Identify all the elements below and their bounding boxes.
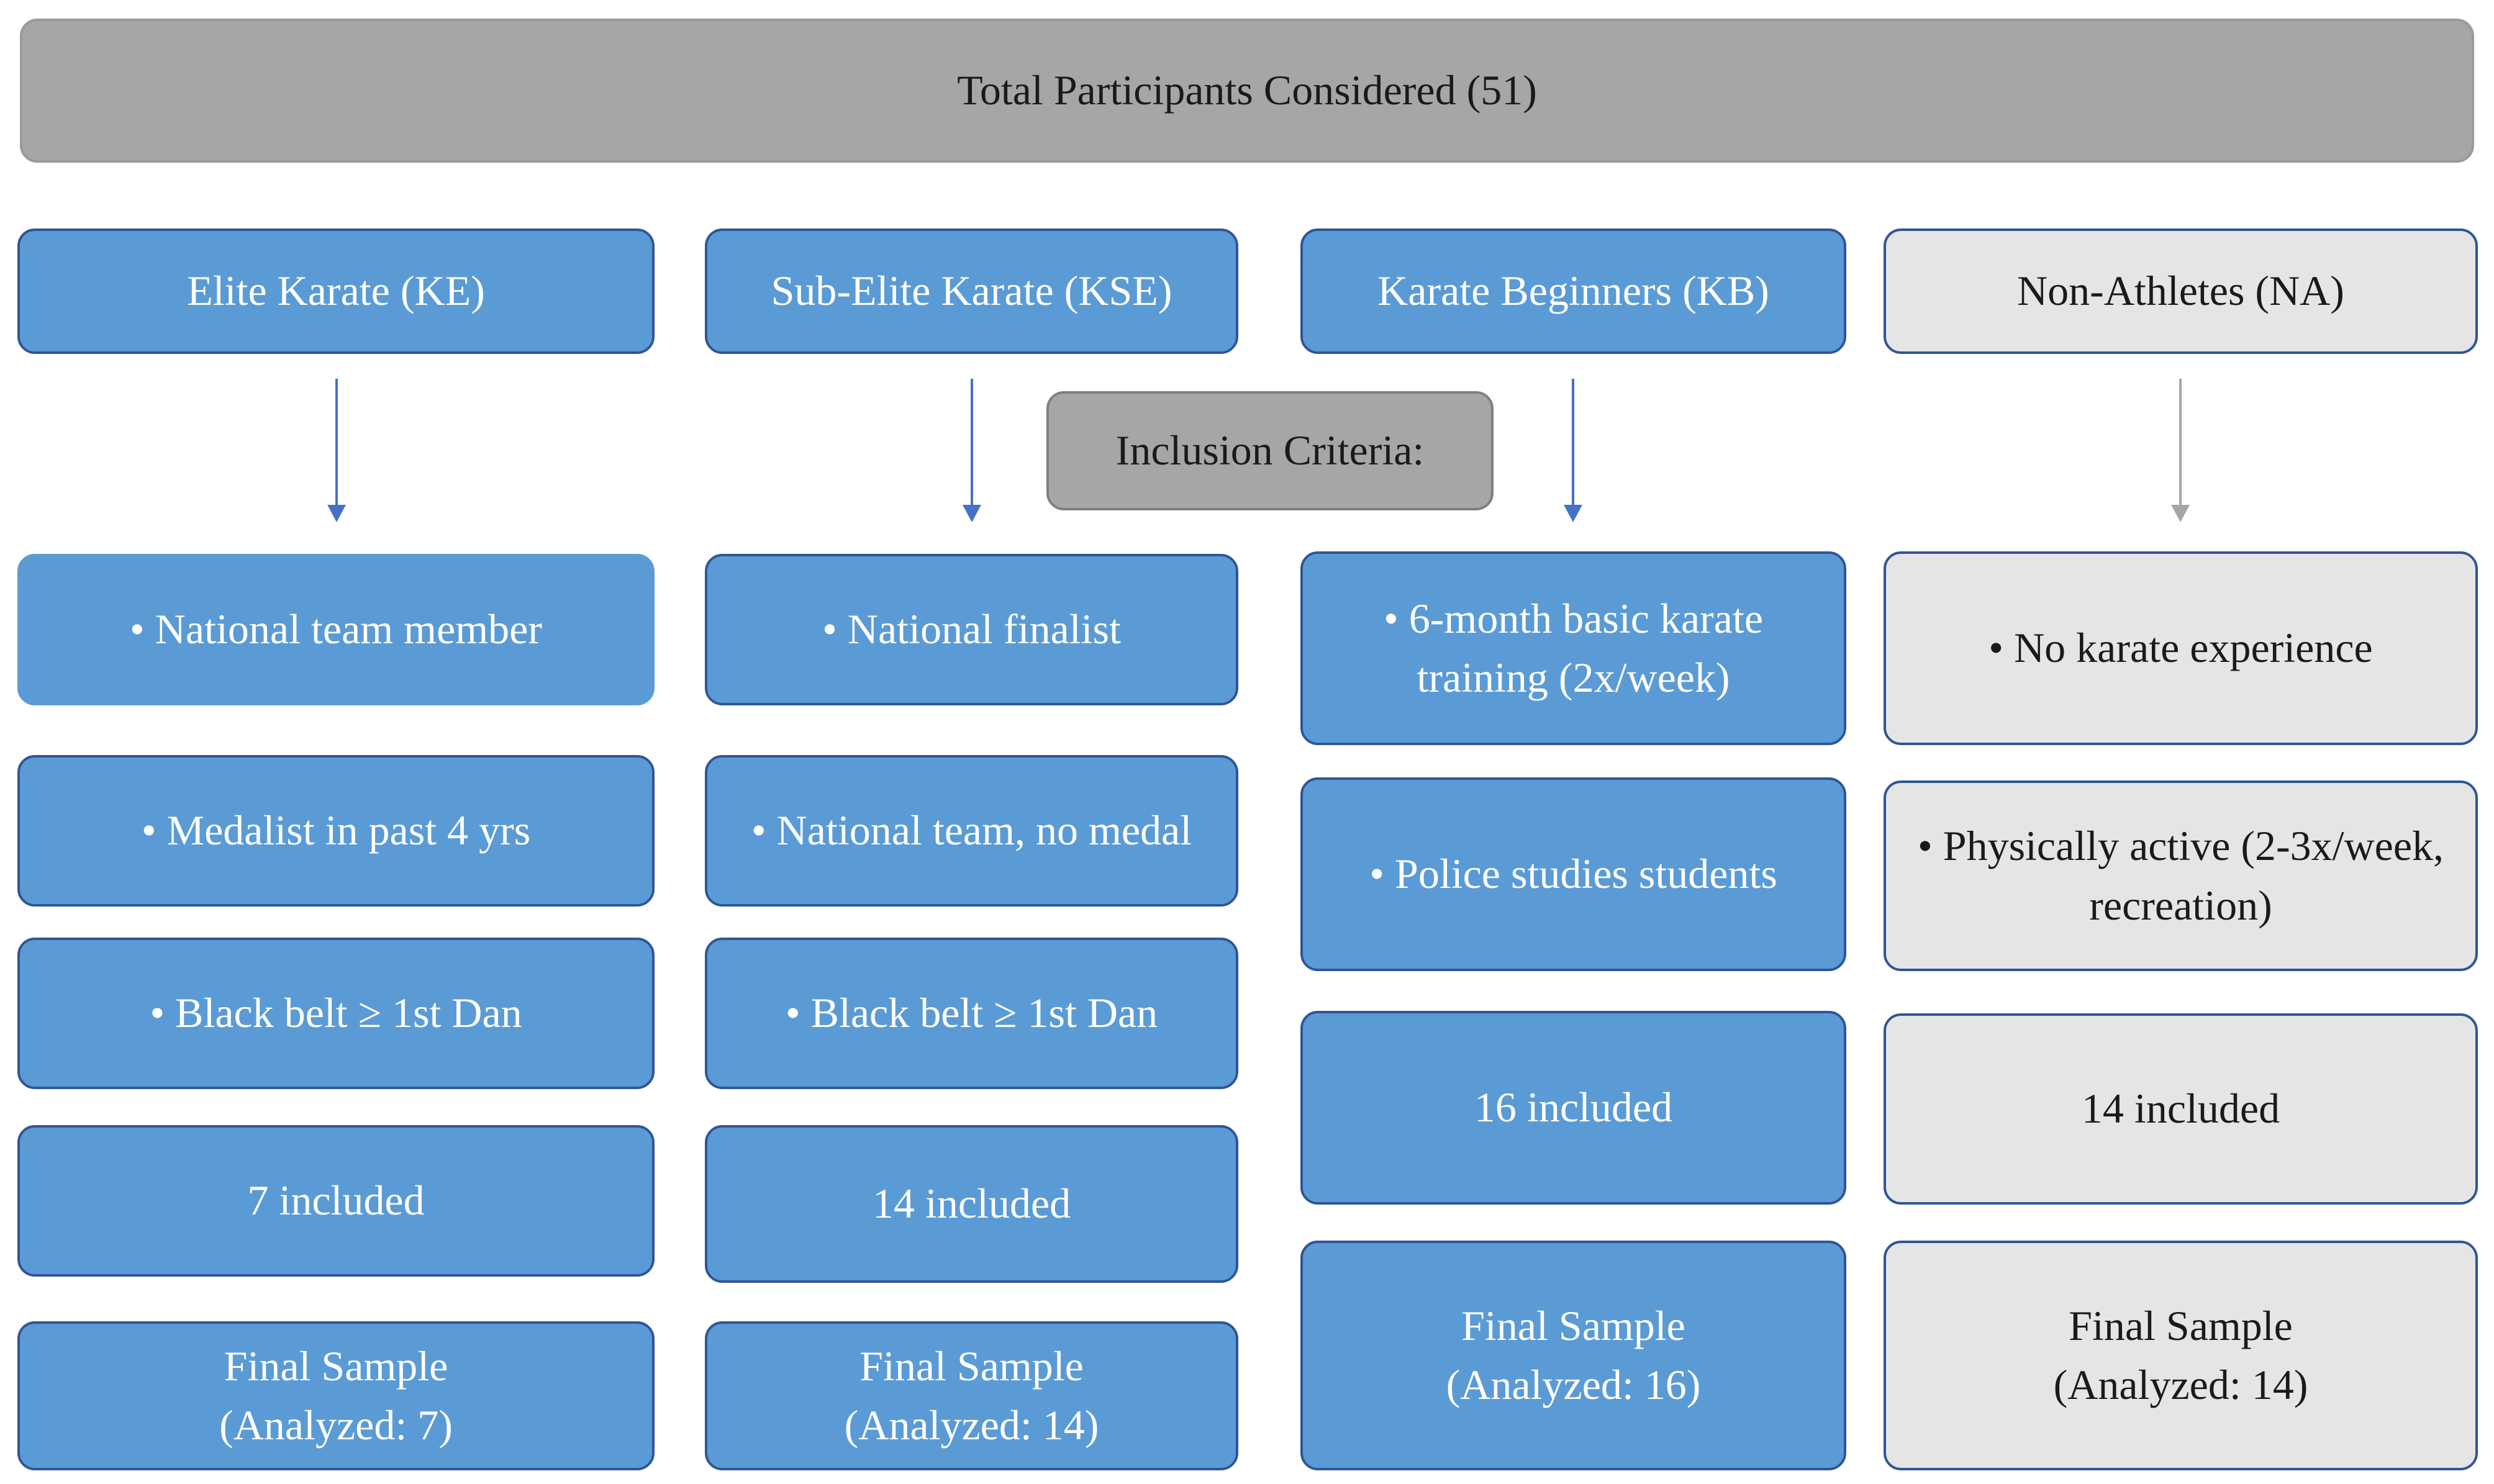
kb-final-sample: Final Sample (Analyzed: 16) — [1300, 1241, 1846, 1470]
kb-included-text: 16 included — [1474, 1084, 1673, 1131]
ke-final-sample-line-2: (Analyzed: 7) — [219, 1401, 453, 1449]
kb-criterion-1-text: • 6-month basic karate training (2x/week… — [1383, 594, 1764, 701]
ke-included: 7 included — [17, 1125, 655, 1277]
ke-final-sample: Final Sample (Analyzed: 7) — [17, 1321, 655, 1470]
kse-final-sample-line-1: Final Sample — [859, 1342, 1084, 1390]
arrow-down-na — [2171, 379, 2190, 522]
kse-criterion-3-text: • Black belt ≥ 1st Dan — [785, 989, 1158, 1037]
group-header-na: Non-Athletes (NA) — [1884, 228, 2478, 354]
kse-final-sample-line-2: (Analyzed: 14) — [844, 1401, 1099, 1449]
na-criterion-1: • No karate experience — [1884, 551, 2478, 745]
group-header-ke-label: Elite Karate (KE) — [187, 267, 485, 315]
group-header-kb-label: Karate Beginners (KB) — [1377, 267, 1769, 315]
kse-included: 14 included — [705, 1125, 1238, 1283]
ke-criterion-3-text: • Black belt ≥ 1st Dan — [150, 989, 522, 1037]
kse-criterion-2: • National team, no medal — [705, 755, 1238, 907]
ke-criterion-3: • Black belt ≥ 1st Dan — [17, 938, 655, 1089]
kse-criterion-2-text: • National team, no medal — [751, 807, 1192, 854]
kse-criterion-3: • Black belt ≥ 1st Dan — [705, 938, 1238, 1089]
kse-final-sample: Final Sample (Analyzed: 14) — [705, 1321, 1238, 1470]
na-criterion-1-text: • No karate experience — [1988, 624, 2373, 672]
kb-included: 16 included — [1300, 1011, 1846, 1205]
arrow-down-na-head — [2171, 505, 2190, 522]
na-final-sample: Final Sample (Analyzed: 14) — [1884, 1241, 2478, 1470]
group-header-na-label: Non-Athletes (NA) — [2017, 267, 2344, 315]
kse-final-sample-text: Final Sample (Analyzed: 14) — [826, 1337, 1118, 1455]
na-final-sample-line-1: Final Sample — [2069, 1301, 2293, 1349]
kse-criterion-1: • National finalist — [705, 554, 1238, 705]
inclusion-criteria-label: Inclusion Criteria: — [1115, 427, 1425, 474]
na-final-sample-line-2: (Analyzed: 14) — [2053, 1361, 2308, 1408]
group-header-kse-label: Sub-Elite Karate (KSE) — [771, 267, 1172, 315]
total-participants-box: Total Participants Considered (51) — [20, 19, 2474, 163]
kb-final-sample-text: Final Sample (Analyzed: 16) — [1428, 1296, 1720, 1414]
kb-criterion-1: • 6-month basic karate training (2x/week… — [1300, 551, 1846, 745]
kse-criterion-1-text: • National finalist — [822, 605, 1121, 653]
kb-criterion-2-text: • Police studies students — [1369, 850, 1777, 898]
ke-criterion-1: • National team member — [17, 554, 655, 705]
na-criterion-2-text: • Physically active (2-3x/week, recreati… — [1917, 822, 2444, 929]
group-header-ke: Elite Karate (KE) — [17, 228, 655, 354]
inclusion-criteria-box: Inclusion Criteria: — [1046, 391, 1494, 510]
group-header-kb: Karate Beginners (KB) — [1300, 228, 1846, 354]
ke-final-sample-line-1: Final Sample — [224, 1342, 448, 1390]
ke-criterion-1-text: • National team member — [130, 605, 542, 653]
arrow-down-kse-head — [963, 505, 981, 522]
ke-criterion-2: • Medalist in past 4 yrs — [17, 755, 655, 907]
arrow-down-kb-head — [1564, 505, 1582, 522]
arrow-down-kb — [1564, 379, 1582, 522]
kse-included-text: 14 included — [872, 1180, 1071, 1228]
ke-included-text: 7 included — [247, 1177, 425, 1224]
arrow-down-ke — [327, 379, 346, 522]
kb-criterion-2: • Police studies students — [1300, 777, 1846, 971]
arrow-down-ke-head — [327, 505, 346, 522]
na-criterion-2: • Physically active (2-3x/week, recreati… — [1884, 780, 2478, 971]
ke-criterion-2-text: • Medalist in past 4 yrs — [141, 807, 531, 854]
na-included: 14 included — [1884, 1013, 2478, 1205]
ke-final-sample-text: Final Sample (Analyzed: 7) — [201, 1337, 471, 1455]
group-header-kse: Sub-Elite Karate (KSE) — [705, 228, 1238, 354]
na-final-sample-text: Final Sample (Analyzed: 14) — [2035, 1296, 2327, 1414]
na-included-text: 14 included — [2081, 1085, 2280, 1133]
kb-final-sample-line-2: (Analyzed: 16) — [1446, 1361, 1701, 1408]
total-participants-label: Total Participants Considered (51) — [957, 66, 1537, 114]
kb-final-sample-line-1: Final Sample — [1461, 1301, 1685, 1349]
arrow-down-kse — [963, 379, 981, 522]
